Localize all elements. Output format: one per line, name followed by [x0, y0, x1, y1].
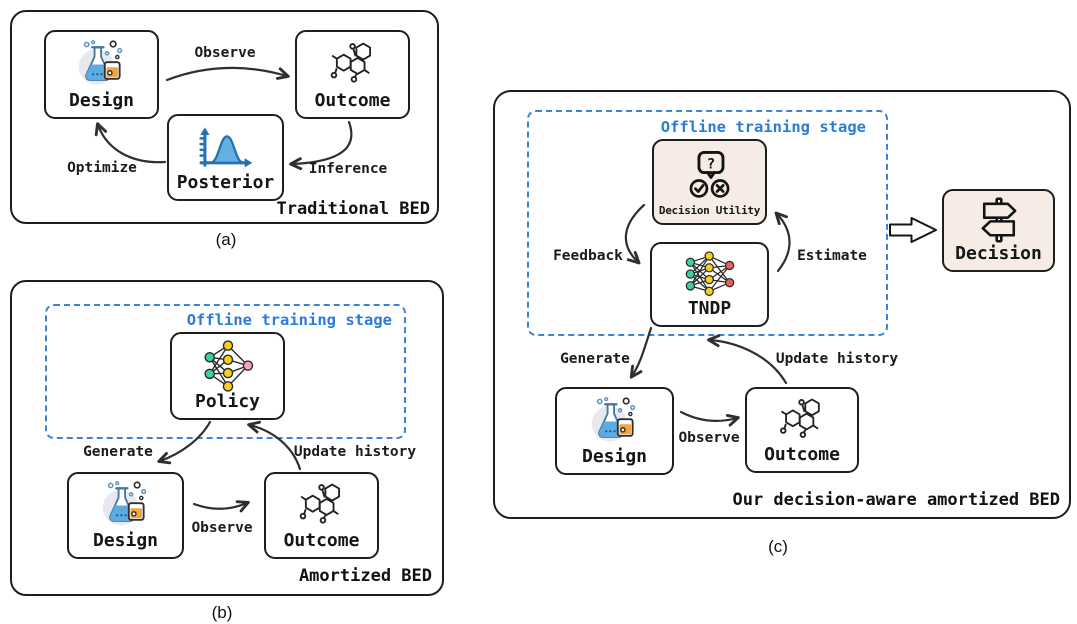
observe-arrow [165, 66, 290, 82]
update-history-arrow-label: Update history [293, 444, 417, 460]
design-label: Design [92, 530, 159, 552]
flask-icon [77, 39, 123, 86]
feedback-arrow-label: Feedback [553, 248, 623, 264]
posterior-label: Posterior [176, 172, 275, 194]
tndp-label: TNDP [687, 298, 732, 320]
outcome-node: Outcome [295, 30, 410, 119]
update-history-arrow [707, 334, 788, 385]
design-node: Design [67, 472, 184, 559]
neural-network-icon [685, 251, 734, 297]
posterior-node: Posterior [167, 114, 284, 201]
panel-decision-aware-bed: Offline training stage Decision Utility … [493, 90, 1071, 519]
estimate-arrow-label: Estimate [797, 248, 867, 264]
optimize-arrow-label: Optimize [67, 160, 137, 176]
update-history-arrow-label: Update history [775, 351, 899, 367]
panel-b-title: Amortized BED [298, 566, 432, 586]
tndp-node: TNDP [650, 242, 769, 327]
design-node: Design [44, 30, 159, 119]
observe-arrow [192, 500, 250, 513]
decision-utility-node: Decision Utility [652, 139, 767, 225]
panel-a-arrows [94, 66, 353, 171]
caption-a: (a) [215, 230, 237, 249]
decision-label: Decision [955, 243, 1042, 265]
molecule-icon [299, 483, 340, 524]
policy-node: Policy [170, 332, 285, 420]
policy-label: Policy [194, 391, 261, 413]
flask-icon [101, 480, 147, 527]
observe-arrow-label: Observe [191, 520, 253, 536]
optimize-arrow [94, 122, 167, 164]
flask-icon [590, 396, 636, 443]
inference-arrow [289, 120, 353, 171]
outcome-label: Outcome [283, 530, 360, 552]
design-label: Design [68, 90, 135, 112]
decision-utility-label: Decision Utility [658, 203, 761, 217]
decision-node: Decision [942, 189, 1055, 272]
design-node: Design [555, 387, 674, 475]
molecule-icon [780, 398, 820, 438]
generate-arrow-label: Generate [83, 444, 153, 460]
inference-arrow-label: Inference [308, 161, 388, 177]
generate-arrow [157, 420, 212, 465]
neural-network-icon [203, 340, 253, 392]
offline-stage-box-b: Offline training stage [45, 304, 406, 439]
molecule-icon [330, 42, 371, 83]
update-history-arrow [247, 420, 302, 471]
panel-c-arrows [624, 203, 937, 427]
distribution-curve-icon [198, 125, 254, 169]
observe-arrow-label: Observe [678, 430, 740, 446]
generate-arrow [629, 326, 653, 379]
signpost-icon [981, 197, 1016, 243]
panel-c-title: Our decision-aware amortized BED [732, 490, 1060, 510]
observe-arrow [679, 410, 740, 427]
panel-a-title: Traditional BED [276, 199, 430, 219]
question-check-cross-icon [689, 151, 730, 199]
panel-traditional-bed: Design Outcome Posterior Observe Optimiz… [10, 10, 439, 224]
outcome-label: Outcome [764, 444, 840, 466]
offline-stage-label-c: Offline training stage [660, 118, 866, 136]
panel-amortized-bed: Offline training stage Policy Design Out… [10, 280, 444, 596]
outcome-node: Outcome [745, 387, 859, 473]
outcome-node: Outcome [264, 472, 379, 559]
design-label: Design [581, 446, 648, 468]
outcome-label: Outcome [314, 90, 391, 112]
offline-stage-label-b: Offline training stage [186, 311, 392, 329]
estimate-arrow [774, 211, 791, 273]
caption-c: (c) [768, 537, 788, 556]
caption-b: (b) [211, 603, 233, 622]
observe-arrow-label: Observe [194, 45, 256, 61]
generate-arrow-label: Generate [560, 351, 630, 367]
block-arrow-icon [889, 217, 937, 243]
panel-b-arrows [157, 420, 302, 513]
feedback-arrow [624, 203, 646, 265]
